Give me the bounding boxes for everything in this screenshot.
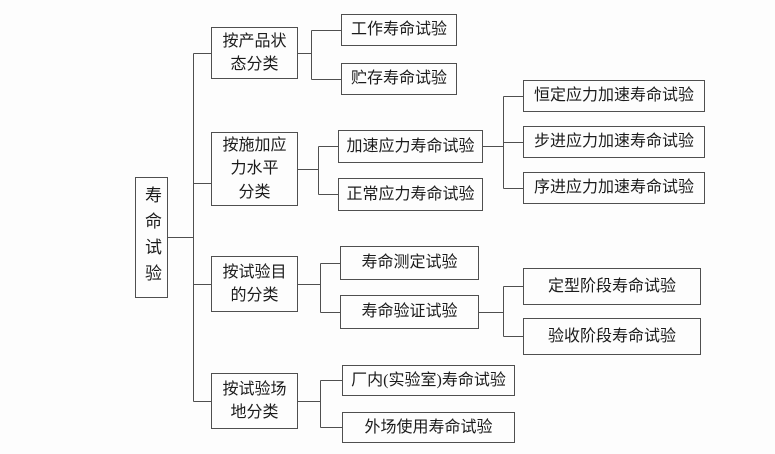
node-progressive-stress-accelerated-life-test: 序进应力加速寿命试验 [523,172,705,204]
node-by-applied-stress-level: 按施加应 力水平 分类 [211,132,298,206]
node-normal-stress-life-test: 正常应力寿命试验 [338,178,483,211]
node-step-stress-accelerated-life-test: 步进应力加速寿命试验 [523,126,705,158]
node-working-life-test: 工作寿命试验 [341,14,457,46]
node-acceptance-stage-life-test: 验收阶段寿命试验 [523,318,701,355]
node-by-test-site: 按试验场 地分类 [211,373,298,429]
node-by-product-state: 按产品状 态分类 [211,27,298,79]
node-life-test: 寿命试验 [135,177,168,298]
node-accelerated-stress-life-test: 加速应力寿命试验 [338,130,483,163]
node-storage-life-test: 贮存寿命试验 [341,63,457,95]
node-by-test-purpose: 按试验目 的分类 [211,256,298,312]
node-constant-stress-accelerated-life-test: 恒定应力加速寿命试验 [523,80,705,112]
node-design-finalization-stage-life-test: 定型阶段寿命试验 [523,268,701,305]
node-life-measurement-test: 寿命测定试验 [340,246,479,280]
node-field-use-life-test: 外场使用寿命试验 [342,412,515,443]
node-life-verification-test: 寿命验证试验 [340,295,479,329]
node-in-plant-laboratory-life-test: 厂内(实验室)寿命试验 [342,365,515,396]
